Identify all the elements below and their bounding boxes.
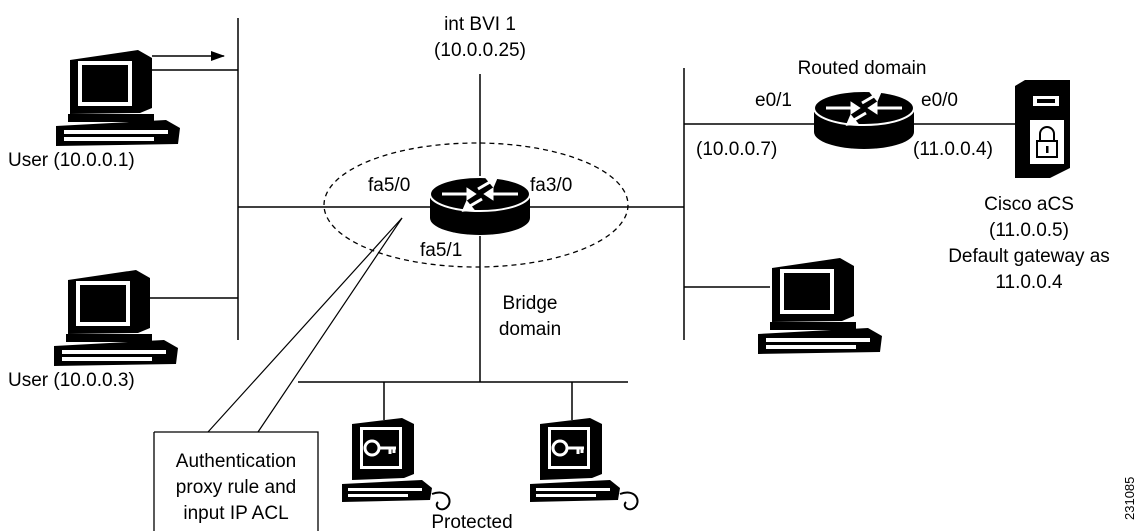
acs-label-line2: (11.0.0.5) [989, 220, 1069, 241]
user1-label: User (10.0.0.1) [8, 150, 135, 171]
workstation-icon [54, 270, 178, 366]
protected-host-icon [340, 416, 452, 511]
fa5-0-label: fa5/0 [368, 175, 410, 196]
e0-1-ip-label: (10.0.0.7) [696, 139, 777, 160]
e0-0-label: e0/0 [921, 90, 958, 111]
fa3-0-label: fa3/0 [530, 175, 572, 196]
acs-label-line4: 11.0.0.4 [995, 272, 1063, 293]
callout-text-line3: input IP ACL [183, 503, 288, 524]
user3-label: User (10.0.0.3) [8, 370, 135, 391]
callout-box [153, 431, 319, 531]
protected-host-icon [528, 416, 640, 511]
callout-text-line2: proxy rule and [176, 477, 296, 498]
router-icon [812, 89, 916, 151]
router-icon [428, 175, 532, 237]
acs-label-line3: Default gateway as [948, 246, 1110, 267]
protected-label: Protected [431, 512, 512, 531]
bvi-interface-label: int BVI 1 [444, 14, 516, 35]
fa5-1-label: fa5/1 [420, 240, 462, 261]
network-links [150, 18, 1015, 420]
bvi-ip-label: (10.0.0.25) [434, 40, 526, 61]
figure-id-label: 231085 [1122, 477, 1137, 520]
bridge-domain-boundary [323, 142, 629, 268]
routed-domain-label: Routed domain [798, 58, 927, 79]
e0-1-label: e0/1 [755, 90, 792, 111]
bridge-domain-label-line1: Bridge [503, 293, 558, 314]
acs-label-line1: Cisco aCS [984, 194, 1074, 215]
workstation-icon [758, 258, 882, 354]
workstation-icon [56, 50, 180, 146]
callout-pointer [207, 217, 403, 433]
server-lock-icon [1015, 80, 1070, 178]
callout-text-line1: Authentication [176, 451, 296, 472]
bridge-domain-label-line2: domain [499, 319, 561, 340]
e0-0-ip-label: (11.0.0.4) [913, 139, 993, 160]
